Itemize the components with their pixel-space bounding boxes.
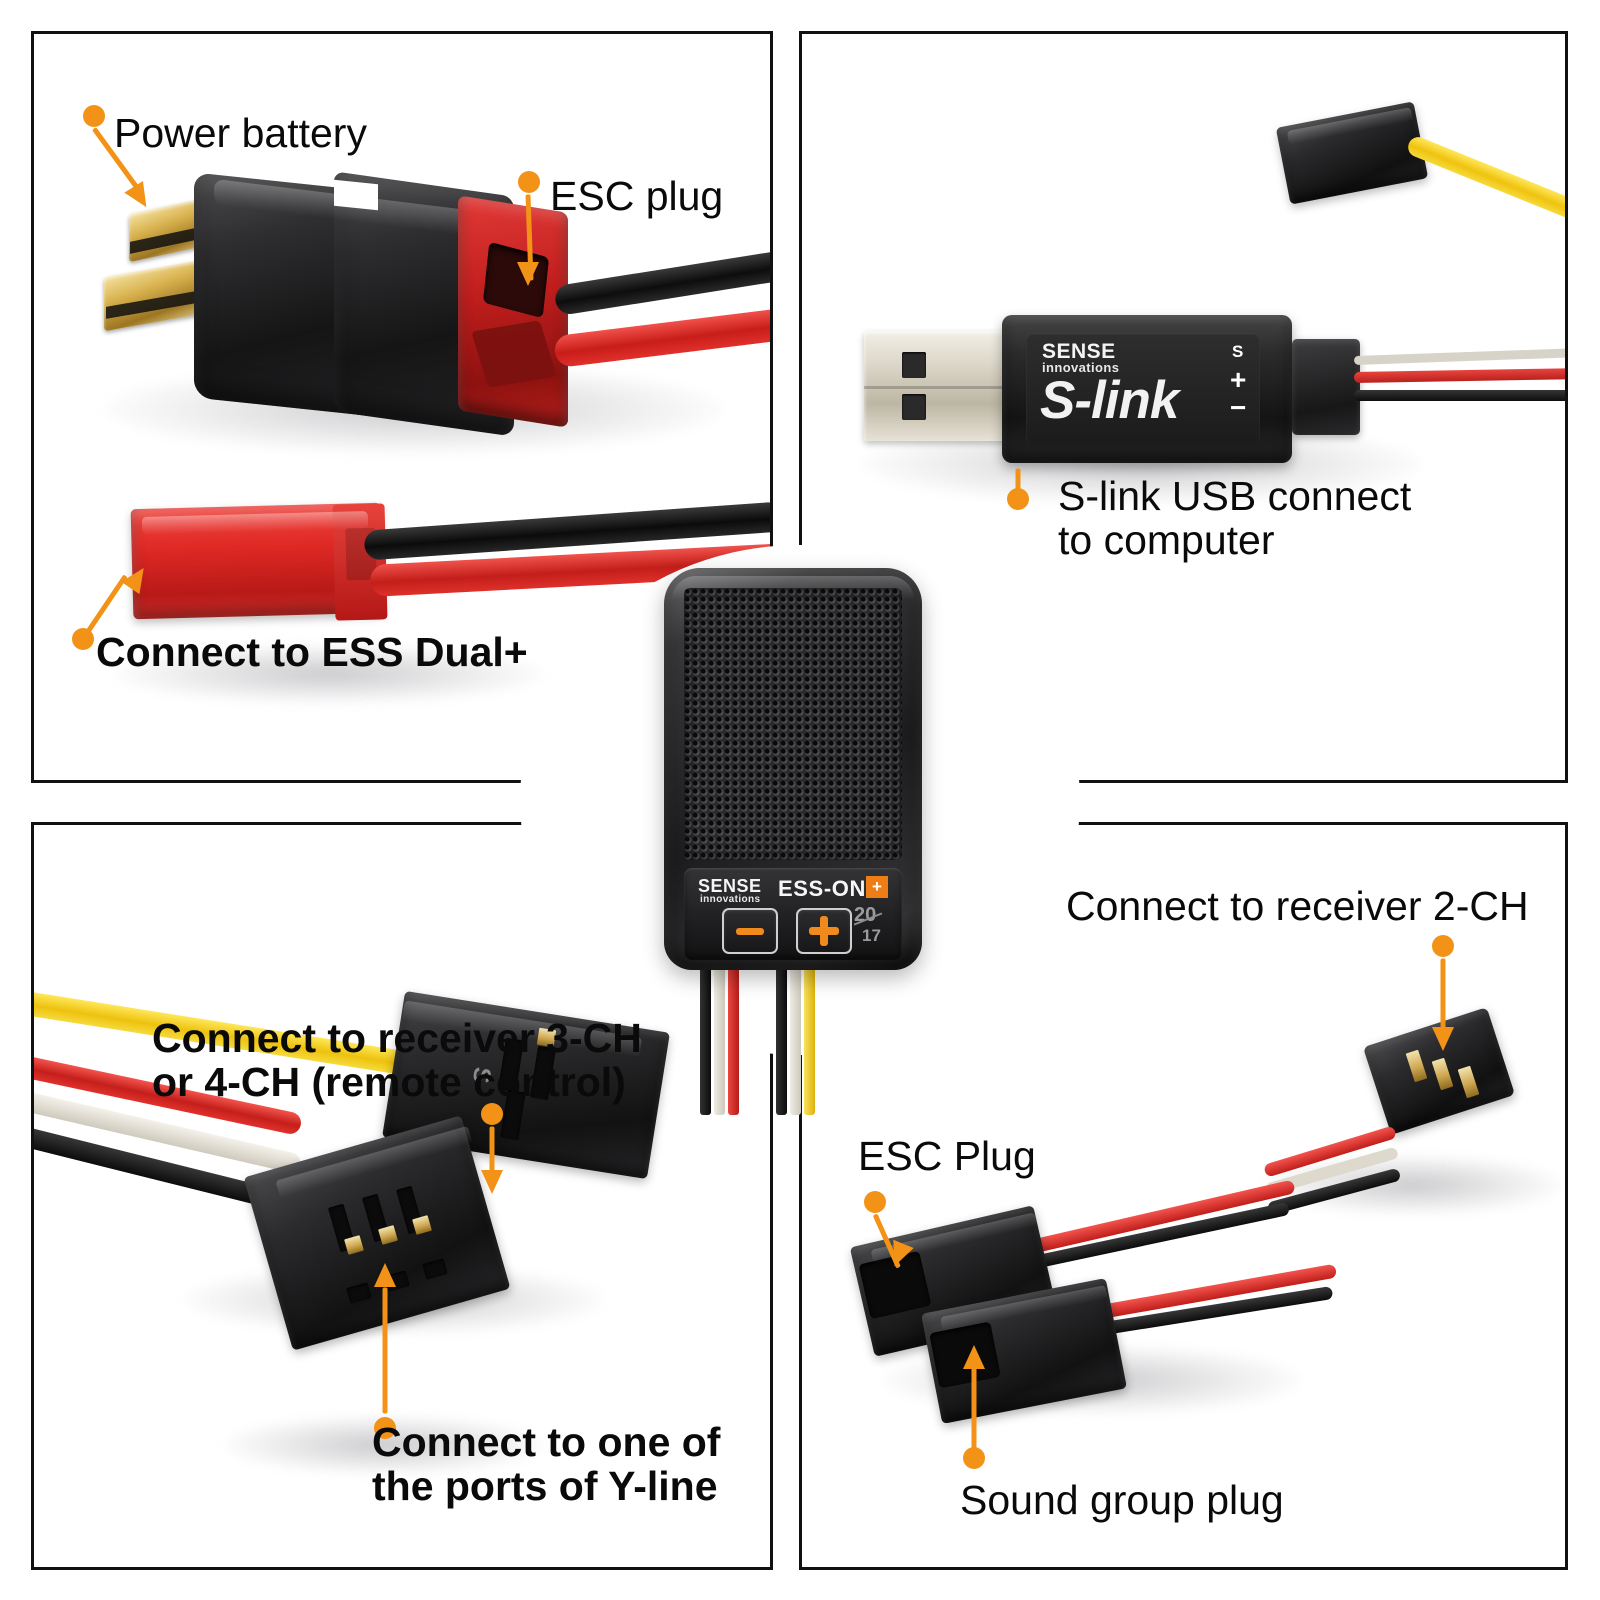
callout-dot-receiver-3ch <box>481 1103 503 1125</box>
callout-dot-esc-plug <box>518 171 540 193</box>
black-wire <box>553 245 770 317</box>
callout-arrow-receiver-3ch <box>481 1170 503 1194</box>
callout-arrow-sound-group <box>963 1345 985 1369</box>
label-sound-group-plug: Sound group plug <box>960 1477 1284 1523</box>
callout-arrow-power-battery <box>124 180 156 214</box>
black-wire <box>1354 390 1565 401</box>
callout-dot-s-link <box>1007 488 1029 510</box>
red-wire <box>1353 367 1565 384</box>
callout-dot-power-battery <box>83 105 105 127</box>
callout-dot-sound-group <box>963 1447 985 1469</box>
ess-brand-line2: innovations <box>700 894 761 905</box>
ess-brand-line1: SENSE <box>698 876 762 896</box>
red-wire <box>553 303 770 369</box>
label-esc-plug: ESC plug <box>550 173 724 219</box>
label-esc-plug-2: ESC Plug <box>858 1133 1036 1179</box>
speaker-grille <box>684 588 902 860</box>
label-power-battery: Power battery <box>114 110 367 156</box>
callout-dot-receiver-2ch <box>1432 935 1454 957</box>
label-receiver-3ch-line2: or 4-CH (remote control) <box>152 1059 626 1105</box>
s-link-servo-socket <box>1292 339 1360 435</box>
lead-wire-black <box>700 965 711 1115</box>
callout-arrow-y-line <box>374 1263 396 1287</box>
white-wire <box>1353 347 1565 366</box>
s-link-model-text: S-link <box>1040 371 1179 430</box>
callout-dot-y-line <box>374 1417 396 1439</box>
s-link-label-plate <box>1026 333 1260 445</box>
yellow-wire <box>1405 134 1565 224</box>
plus-button[interactable] <box>796 908 852 954</box>
panel-receiver-wiring: S Connect to receiver 3-CH or 4-CH (remo… <box>31 822 773 1570</box>
grille-perforations <box>684 588 902 860</box>
callout-leader-receiver-2ch <box>1440 958 1446 1033</box>
lead-wire-white <box>714 965 725 1115</box>
red-t-plug-housing <box>458 195 568 428</box>
ess-one-face-plate <box>684 868 902 960</box>
plus-icon-vertical <box>820 916 828 946</box>
callout-dot-esc-plug-2 <box>864 1191 886 1213</box>
label-y-line-line2: the ports of Y-line <box>372 1463 718 1509</box>
panel-power-battery: Power battery ESC plug Connect to ESS Du… <box>31 31 773 783</box>
s-link-brand-line1: SENSE <box>1042 340 1116 363</box>
s-link-pin-label-plus: + <box>1230 364 1247 395</box>
usb-slot <box>902 394 926 420</box>
panel-s-link-usb: SENSE innovations S-link S + − S-link US… <box>799 31 1568 783</box>
callout-arrow-esc-plug <box>517 262 539 286</box>
lead-wire-black <box>776 965 787 1115</box>
minus-button[interactable] <box>722 908 778 954</box>
ess-model-plus-badge: + <box>866 876 888 898</box>
usb-a-connector <box>864 331 1016 441</box>
usb-seam <box>864 386 1016 389</box>
label-s-link-line1: S-link USB connect <box>1058 473 1412 519</box>
label-receiver-2ch: Connect to receiver 2-CH <box>1066 883 1529 929</box>
label-connect-ess-dual: Connect to ESS Dual+ <box>96 629 528 675</box>
s-link-brand-line2: innovations <box>1042 360 1120 375</box>
s-link-pin-label-minus: − <box>1230 392 1247 423</box>
lead-wire-red <box>728 965 739 1115</box>
label-s-link-line2: to computer <box>1058 517 1275 563</box>
stamp-year-bottom: 17 <box>862 926 881 945</box>
callout-leader-sound-group <box>971 1367 977 1450</box>
callout-arrow-receiver-2ch <box>1432 1027 1454 1051</box>
lead-wire-white <box>790 965 801 1115</box>
label-y-line-line1: Connect to one of <box>372 1419 721 1465</box>
usb-slot <box>902 352 926 378</box>
label-receiver-3ch-line1: Connect to receiver 3-CH <box>152 1015 642 1061</box>
minus-icon <box>736 928 764 935</box>
callout-leader-y-line <box>382 1287 388 1414</box>
callout-leader-receiver-3ch <box>489 1126 495 1175</box>
lead-wire-yellow <box>804 965 815 1115</box>
photo-shadow <box>1262 1155 1562 1215</box>
ess-model-name: ESS-ONE <box>778 876 882 901</box>
s-link-pin-label-s: S <box>1232 342 1244 361</box>
photo-shadow <box>114 644 544 704</box>
